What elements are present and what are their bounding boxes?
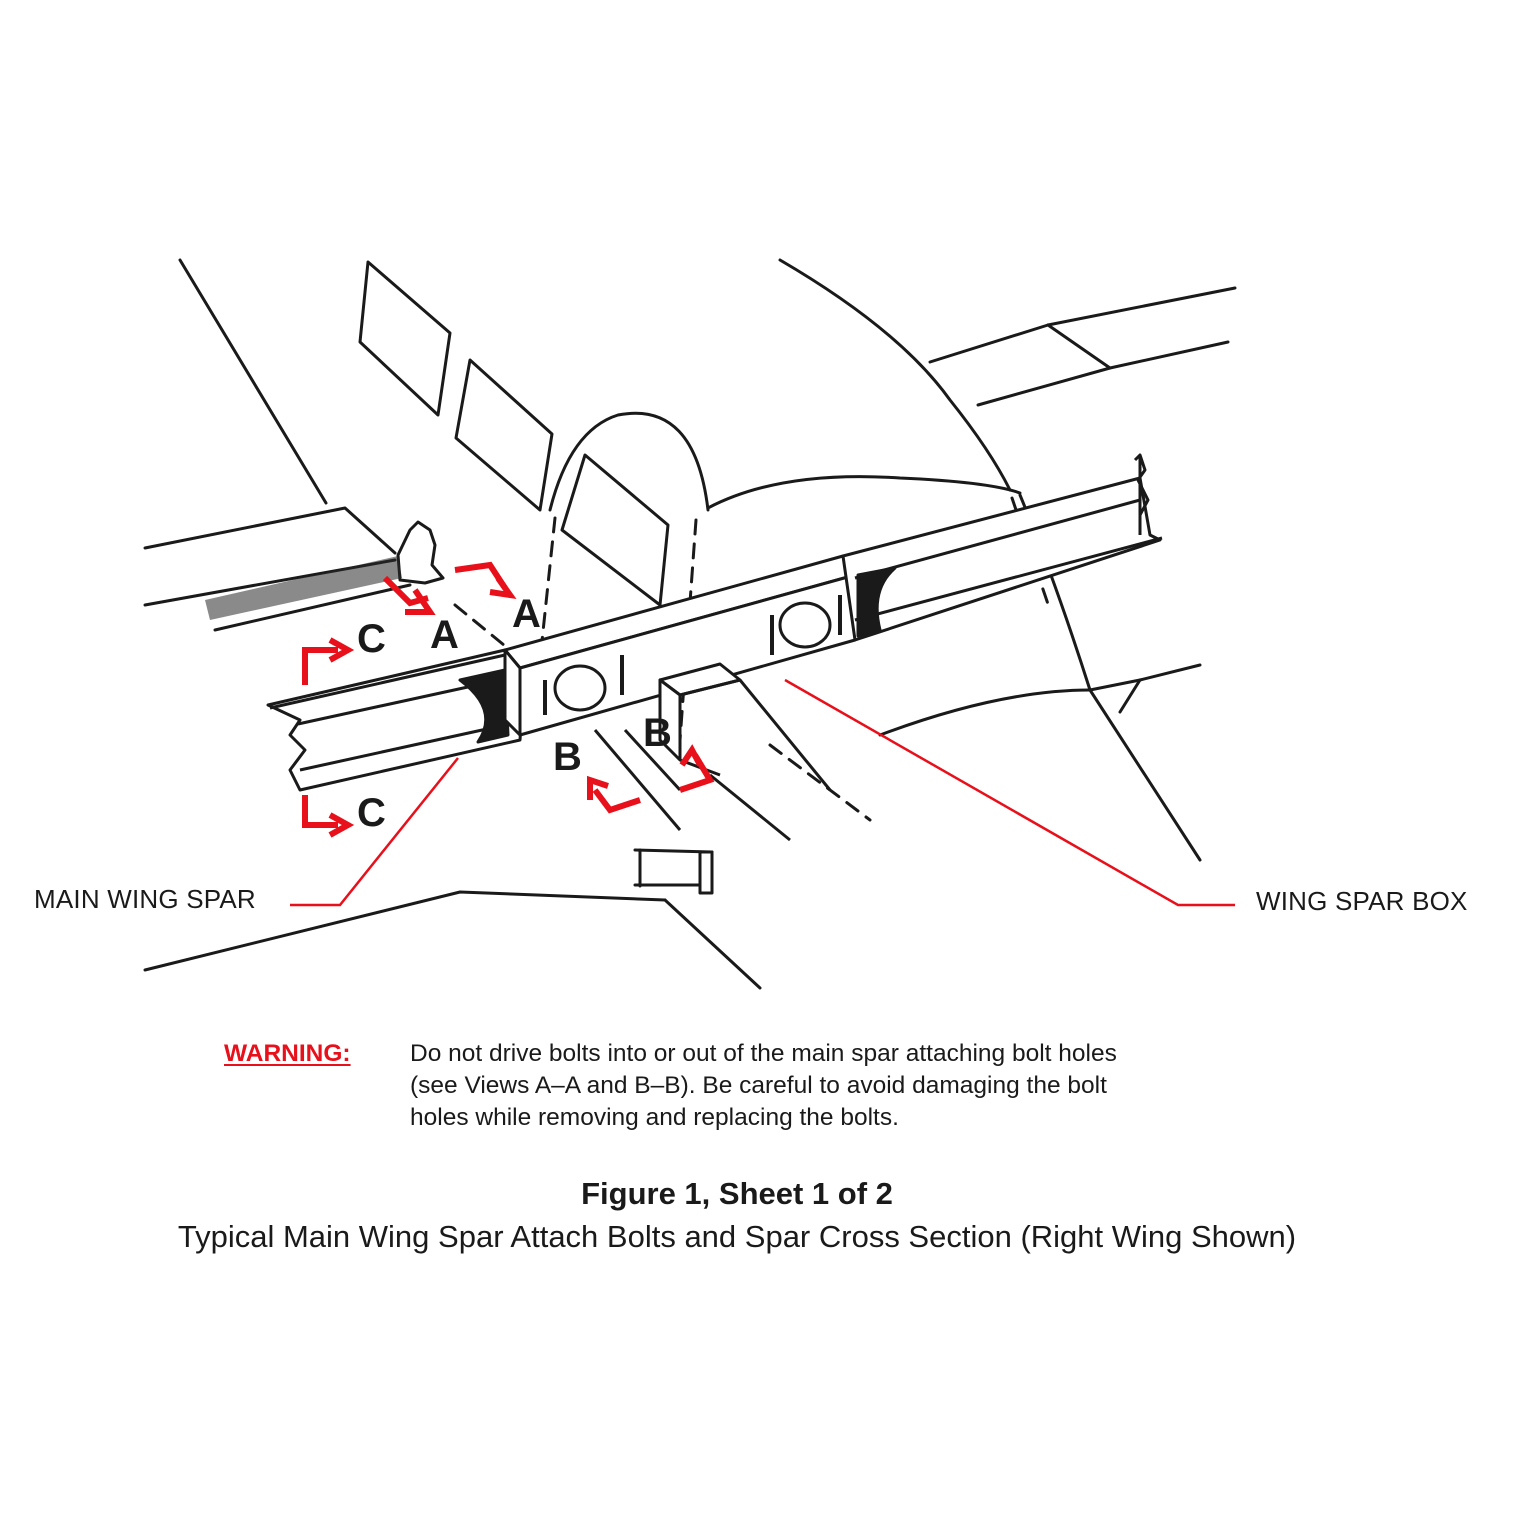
figure-title: Figure 1, Sheet 1 of 2 (581, 1176, 893, 1211)
wing-shading (205, 556, 402, 620)
warning-line: (see Views A–A and B–B). Be careful to a… (410, 1072, 1107, 1099)
figure-subtitle: Typical Main Wing Spar Attach Bolts and … (177, 1219, 1297, 1254)
section-label-c-bottom: C (357, 791, 386, 835)
section-label-a-right: A (512, 592, 541, 636)
warning-label: WARNING: (224, 1040, 351, 1067)
aft-stub-lines (593, 728, 791, 842)
leader-lines (290, 678, 1235, 907)
warning-line: Do not drive bolts into or out of the ma… (410, 1040, 1117, 1067)
section-label-a-left: A (430, 613, 459, 657)
main-wing-spar-callout: MAIN WING SPAR (34, 884, 256, 914)
wing-spar-box-callout: WING SPAR BOX (1256, 886, 1468, 916)
section-label-c-top: C (357, 617, 386, 661)
section-arrows (302, 561, 715, 838)
spar-assembly (266, 453, 1163, 792)
section-label-b-left: B (553, 735, 582, 779)
aircraft-outline (143, 258, 1237, 990)
warning-line: holes while removing and replacing the b… (410, 1104, 899, 1131)
section-label-b-right: B (643, 711, 672, 755)
warning-text: Do not drive bolts into or out of the ma… (410, 1038, 1250, 1134)
